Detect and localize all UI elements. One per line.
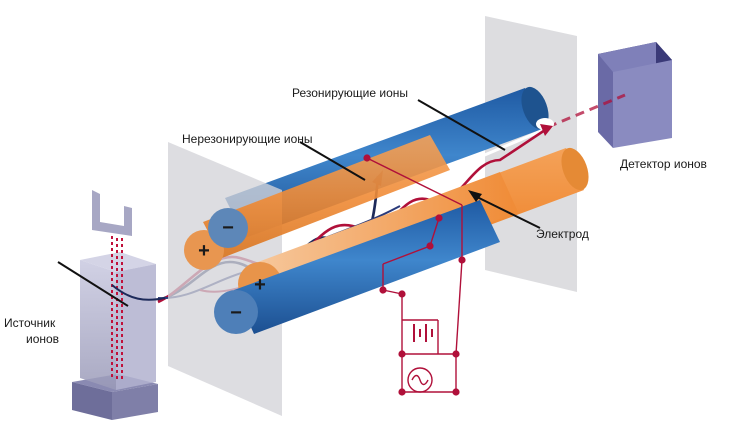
label-ion-source-line1: Источник (4, 316, 56, 330)
rod-sign-positive-left: + (198, 240, 210, 262)
battery-symbol (413, 324, 433, 342)
label-resonant-ions: Резонирующие ионы (292, 86, 409, 100)
label-ion-source-line2: ионов (26, 332, 60, 346)
rod-sign-negative-top: − (222, 217, 234, 239)
rod-sign-positive-front: + (254, 274, 266, 296)
rod-sign-negative-bottom: − (230, 302, 242, 324)
label-ion-detector: Детектор ионов (620, 157, 707, 171)
exit-plate (485, 16, 577, 292)
electrical-circuit (366, 157, 463, 393)
label-leaders (57, 99, 541, 307)
rod-blue-bottom-left (208, 208, 248, 248)
label-electrode: Электрод (536, 227, 589, 241)
ion-detector (598, 42, 672, 148)
ion-source (72, 190, 166, 420)
circuit-nodes (363, 154, 466, 396)
label-nonresonant-ions: Нерезонирующие ионы (182, 132, 313, 146)
